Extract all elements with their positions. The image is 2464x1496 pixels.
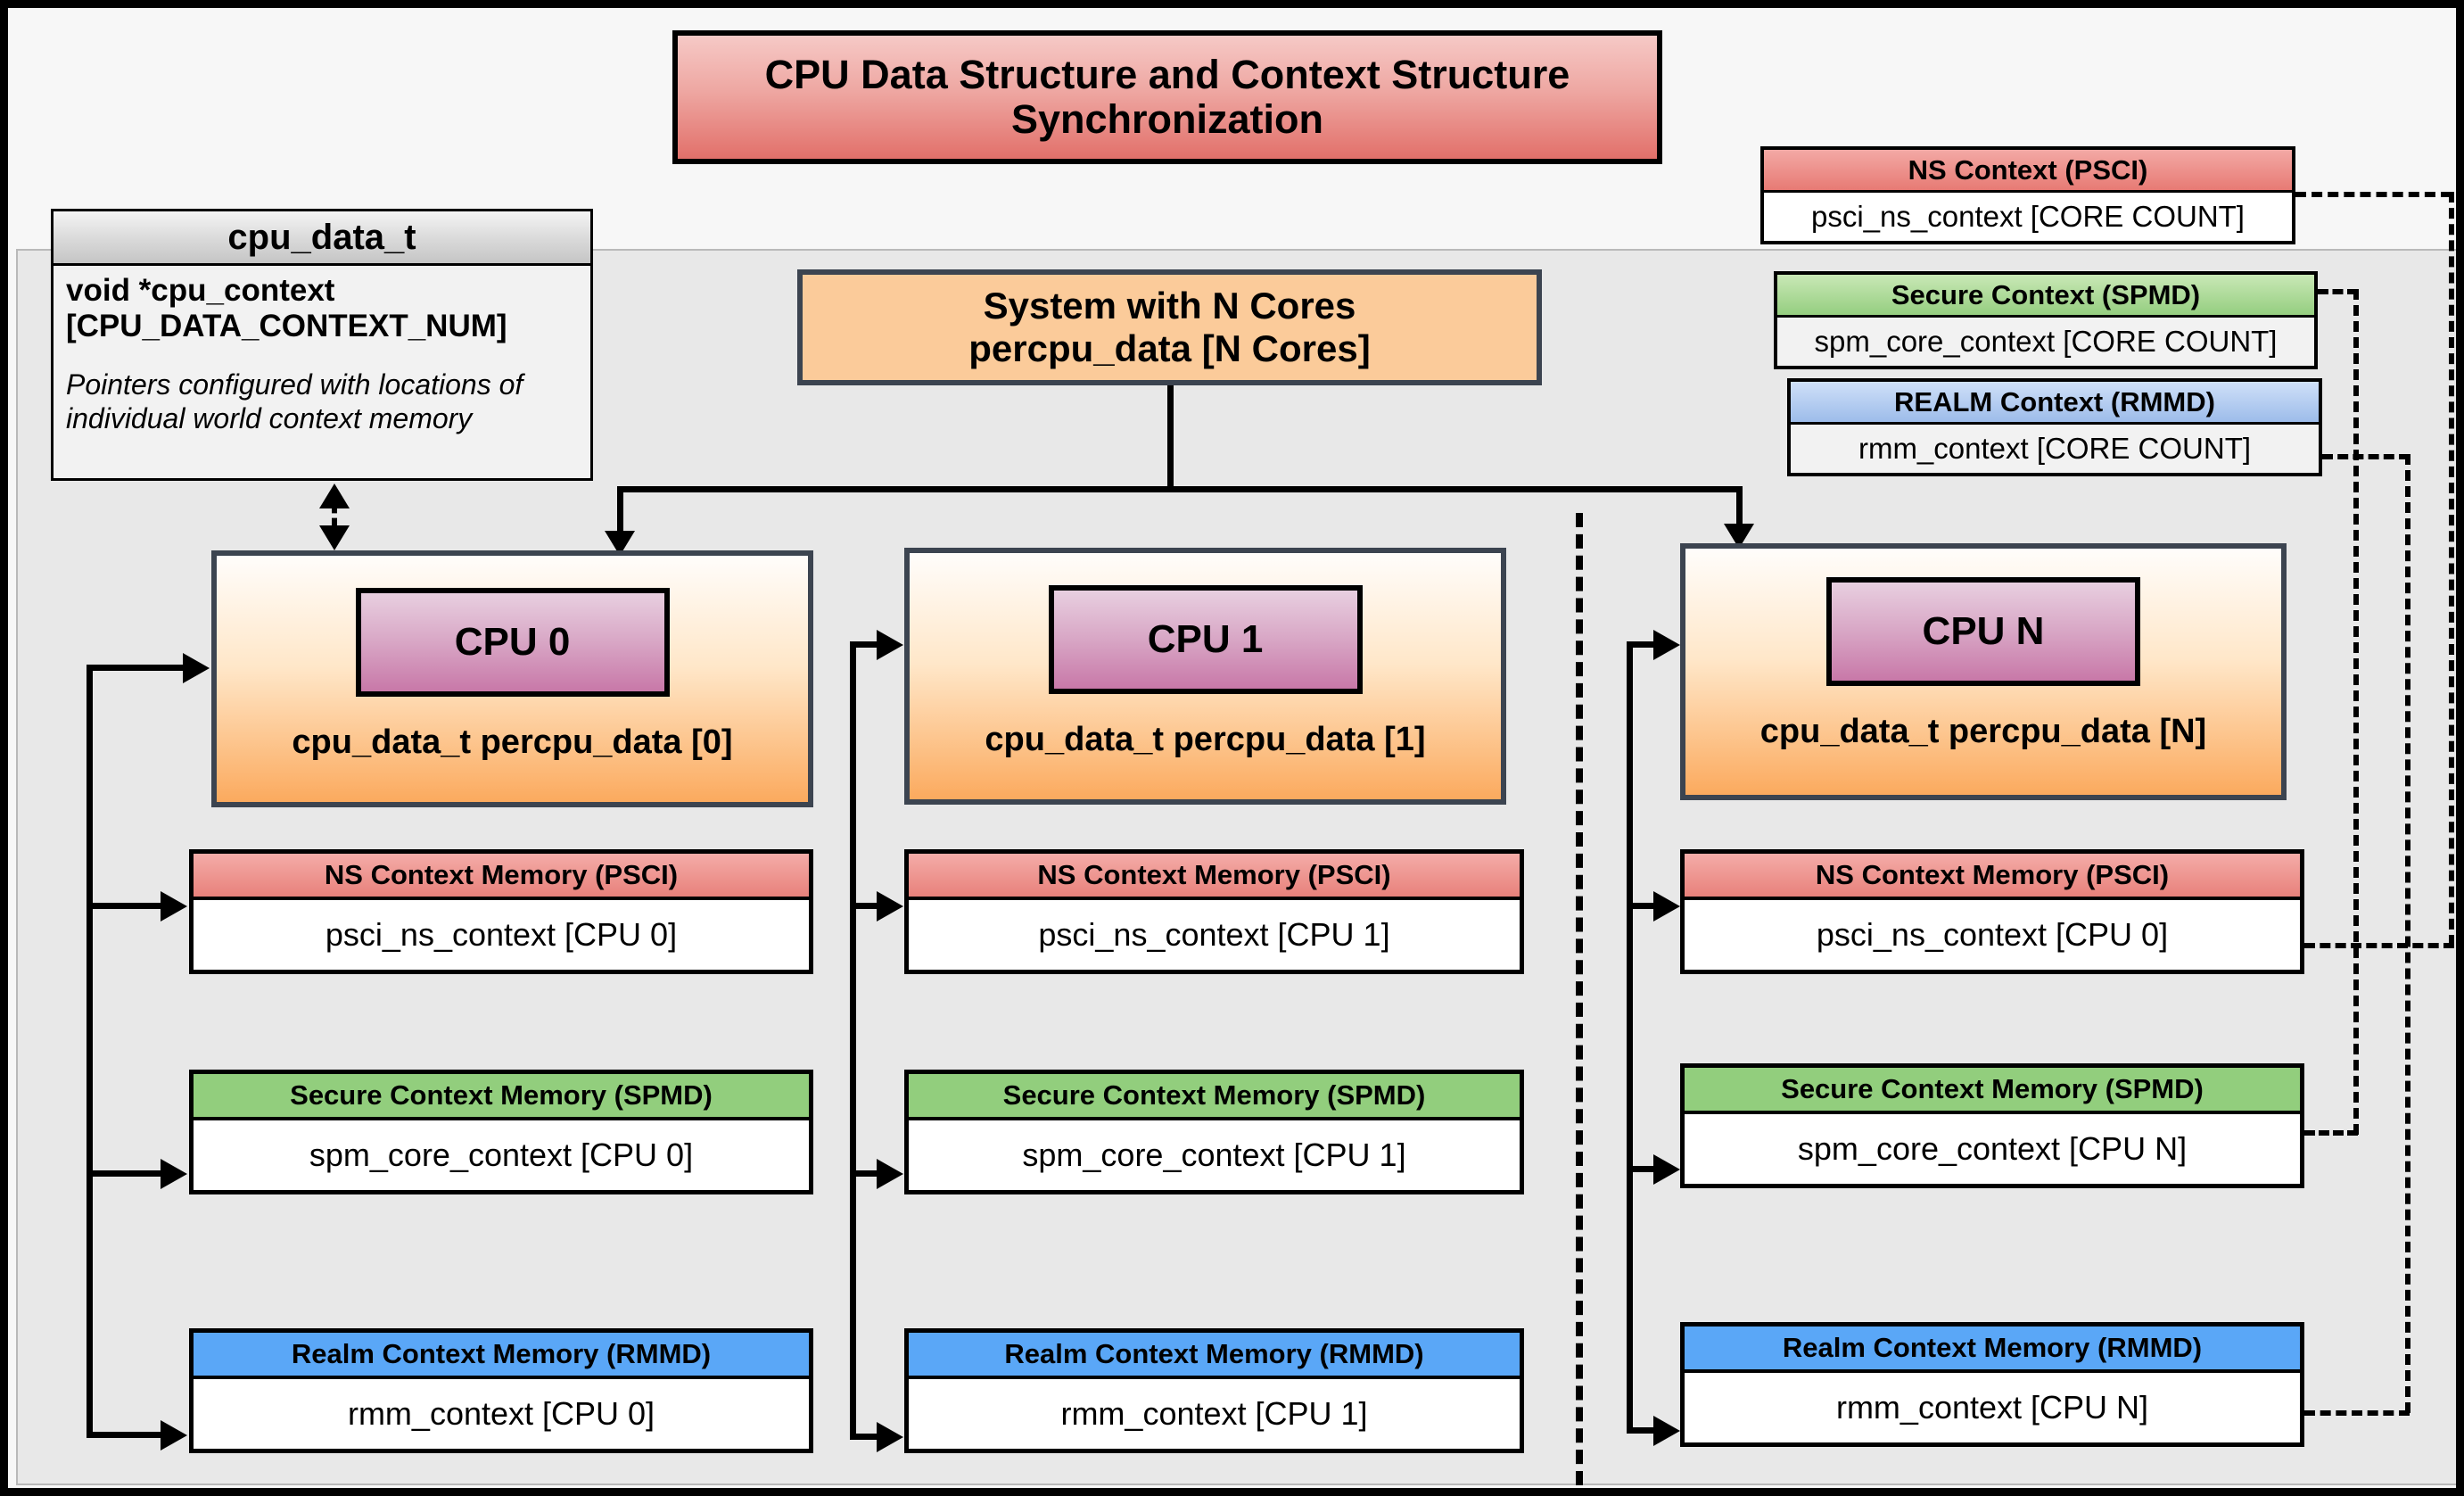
legend-secure-context: Secure Context (SPMD) spm_core_context [… <box>1774 271 2318 369</box>
cpu-0-realm-context-memory-body: rmm_context [CPU 0] <box>347 1395 655 1432</box>
legend-realm-link-vertical <box>2405 454 2410 1413</box>
system-branch-left <box>617 486 623 540</box>
cpu-0-ns-context-memory: NS Context Memory (PSCI) psci_ns_context… <box>189 849 813 974</box>
cpu-data-t-struct-title: cpu_data_t <box>54 211 590 266</box>
cpu-1-secure-context-memory: Secure Context Memory (SPMD) spm_core_co… <box>904 1070 1524 1194</box>
cpu-data-t-struct-body: void *cpu_context [CPU_DATA_CONTEXT_NUM]… <box>54 266 590 436</box>
cpu-1-pointer-arm-2 <box>850 1170 884 1177</box>
cpu-n-realm-context-memory-header: Realm Context Memory (RMMD) <box>1685 1327 2300 1373</box>
legend-realm-link-top <box>2322 454 2410 459</box>
legend-ns-context: NS Context (PSCI) psci_ns_context [CORE … <box>1760 146 2295 244</box>
struct-link-arrow-down-icon <box>319 525 350 550</box>
cpu-1-percpu-data-label: cpu_data_t percpu_data [1] <box>985 721 1426 758</box>
cpu-0-secure-context-memory: Secure Context Memory (SPMD) spm_core_co… <box>189 1070 813 1194</box>
system-line2: percpu_data [N Cores] <box>968 327 1371 369</box>
cpu-0-pointer-arrow-0-icon <box>183 653 210 683</box>
diagram-title: CPU Data Structure and Context Structure… <box>672 30 1662 164</box>
cpu-1-pointer-arm-3 <box>850 1434 884 1440</box>
struct-link-dash <box>332 504 337 527</box>
cpu-0-percpu-data-label: cpu_data_t percpu_data [0] <box>292 723 733 761</box>
cpu-n-realm-context-memory: Realm Context Memory (RMMD) rmm_context … <box>1680 1322 2304 1447</box>
cpu-0-pointer-arm-0 <box>87 665 185 671</box>
cpu-n-pointer-arrow-2-icon <box>1653 1154 1680 1185</box>
cpu-context-field-line2: [CPU_DATA_CONTEXT_NUM] <box>66 308 507 343</box>
cpu-n-pointer-arrow-1-icon <box>1653 891 1680 922</box>
cpu-n-pointer-arrow-0-icon <box>1653 630 1680 660</box>
cpu-n-secure-context-memory-body: spm_core_context [CPU N] <box>1797 1130 2188 1167</box>
cpu-0-pointer-arm-2 <box>87 1170 162 1177</box>
cpu-n-chip: CPU N <box>1826 577 2140 686</box>
cpu-1-pointer-arrow-3-icon <box>877 1422 903 1452</box>
cpu-0-realm-context-memory: Realm Context Memory (RMMD) rmm_context … <box>189 1328 813 1453</box>
cpu-0-box: CPU 0 cpu_data_t percpu_data [0] <box>211 550 813 807</box>
cpu-1-pointer-arrow-1-icon <box>877 891 903 922</box>
cpu-0-realm-context-memory-header: Realm Context Memory (RMMD) <box>194 1333 809 1379</box>
system-drop-line <box>1167 385 1174 492</box>
system-with-n-cores-box: System with N Cores percpu_data [N Cores… <box>797 269 1542 385</box>
cpu-n-ns-context-memory-header: NS Context Memory (PSCI) <box>1685 854 2300 900</box>
cpu-0-pointer-arrow-1-icon <box>161 891 187 922</box>
legend-realm-context-body: rmm_context [CORE COUNT] <box>1791 425 2319 473</box>
cpu-0-chip: CPU 0 <box>355 588 670 697</box>
system-branch-right <box>1736 486 1743 533</box>
cpu-n-pointer-bus <box>1627 641 1633 1434</box>
cpu-0-ns-context-memory-body: psci_ns_context [CPU 0] <box>325 916 678 953</box>
cpu-context-field-line1: void *cpu_context <box>66 273 335 308</box>
cpu-1-secure-context-memory-header: Secure Context Memory (SPMD) <box>909 1074 1520 1120</box>
cpu-n-pointer-arm-1 <box>1627 903 1661 909</box>
cpu-n-ns-context-memory: NS Context Memory (PSCI) psci_ns_context… <box>1680 849 2304 974</box>
cpu-1-pointer-bus <box>850 641 856 1440</box>
cpu-n-box: CPU N cpu_data_t percpu_data [N] <box>1680 543 2287 800</box>
legend-ns-context-header: NS Context (PSCI) <box>1764 150 2292 193</box>
cpu-0-ns-context-memory-header: NS Context Memory (PSCI) <box>194 854 809 900</box>
cpu-n-pointer-arm-3 <box>1627 1427 1661 1434</box>
system-bus-line <box>617 486 1743 492</box>
cpu-n-secure-context-memory: Secure Context Memory (SPMD) spm_core_co… <box>1680 1063 2304 1188</box>
legend-realm-context-header: REALM Context (RMMD) <box>1791 382 2319 425</box>
cpu-1-realm-context-memory-header: Realm Context Memory (RMMD) <box>909 1333 1520 1379</box>
cpu-0-pointer-arm-1 <box>87 903 162 909</box>
column-separator-dashed <box>1576 513 1583 1485</box>
cpu-n-pointer-arrow-3-icon <box>1653 1416 1680 1446</box>
cpu-1-box: CPU 1 cpu_data_t percpu_data [1] <box>904 548 1506 805</box>
cpu-data-t-note: Pointers configured with locations of in… <box>66 368 523 435</box>
cpu-n-secure-context-memory-header: Secure Context Memory (SPMD) <box>1685 1068 2300 1114</box>
cpu-1-ns-context-memory: NS Context Memory (PSCI) psci_ns_context… <box>904 849 1524 974</box>
cpu-0-secure-context-memory-header: Secure Context Memory (SPMD) <box>194 1074 809 1120</box>
cpu-0-pointer-arm-3 <box>87 1432 162 1438</box>
legend-ns-link-bottom <box>2304 943 2454 948</box>
legend-secure-link-vertical <box>2353 289 2359 1135</box>
cpu-n-realm-context-memory-body: rmm_context [CPU N] <box>1835 1389 2149 1426</box>
cpu-1-realm-context-memory-body: rmm_context [CPU 1] <box>1060 1395 1368 1432</box>
legend-realm-link-bottom <box>2304 1410 2410 1416</box>
cpu-1-pointer-arm-1 <box>850 903 884 909</box>
legend-secure-link-bottom <box>2304 1130 2358 1136</box>
legend-ns-link-vertical <box>2449 192 2454 946</box>
cpu-0-pointer-bus <box>87 665 93 1438</box>
legend-ns-context-body: psci_ns_context [CORE COUNT] <box>1764 193 2292 241</box>
cpu-1-ns-context-memory-body: psci_ns_context [CPU 1] <box>1038 916 1390 953</box>
cpu-n-percpu-data-label: cpu_data_t percpu_data [N] <box>1759 713 2207 750</box>
cpu-data-t-struct: cpu_data_t void *cpu_context [CPU_DATA_C… <box>51 209 593 481</box>
legend-secure-context-header: Secure Context (SPMD) <box>1777 275 2314 318</box>
cpu-1-realm-context-memory: Realm Context Memory (RMMD) rmm_context … <box>904 1328 1524 1453</box>
system-line1: System with N Cores <box>983 284 1356 326</box>
legend-secure-context-body: spm_core_context [CORE COUNT] <box>1777 318 2314 366</box>
legend-ns-link-top <box>2295 192 2452 197</box>
cpu-n-ns-context-memory-body: psci_ns_context [CPU 0] <box>1816 916 2169 953</box>
cpu-0-pointer-arrow-2-icon <box>161 1159 187 1189</box>
cpu-0-secure-context-memory-body: spm_core_context [CPU 0] <box>309 1136 694 1173</box>
cpu-1-ns-context-memory-header: NS Context Memory (PSCI) <box>909 854 1520 900</box>
cpu-n-pointer-arm-2 <box>1627 1166 1661 1172</box>
legend-realm-context: REALM Context (RMMD) rmm_context [CORE C… <box>1787 378 2322 476</box>
cpu-1-pointer-arrow-2-icon <box>877 1159 903 1189</box>
cpu-1-pointer-arrow-0-icon <box>877 630 903 660</box>
cpu-1-secure-context-memory-body: spm_core_context [CPU 1] <box>1022 1136 1406 1173</box>
cpu-n-pointer-arm-0 <box>1627 641 1661 648</box>
cpu-1-chip: CPU 1 <box>1048 585 1363 694</box>
legend-secure-link-top <box>2318 289 2358 294</box>
cpu-1-pointer-arm-0 <box>850 641 884 648</box>
cpu-0-pointer-arrow-3-icon <box>161 1420 187 1451</box>
